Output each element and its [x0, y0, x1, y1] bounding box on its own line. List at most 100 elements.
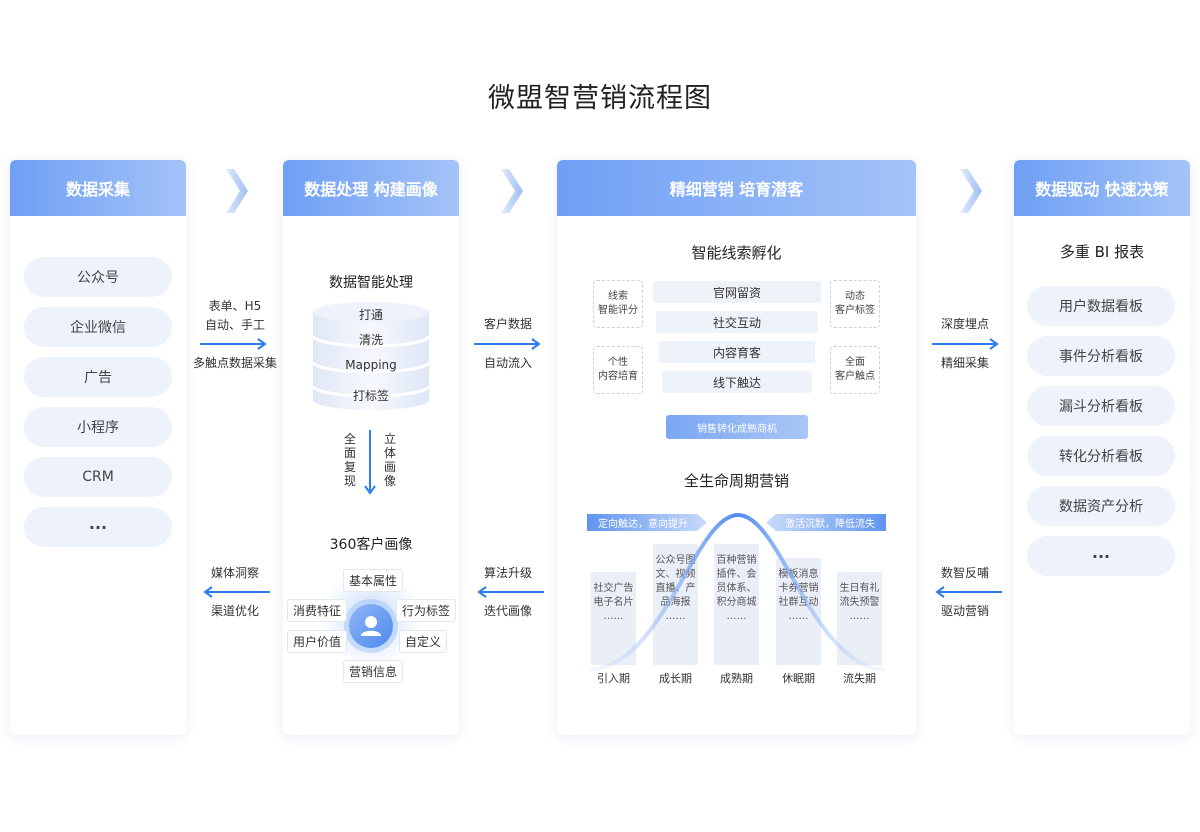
panel-data-collection: 数据采集 公众号 企业微信 广告 小程序 CRM ···: [10, 160, 186, 735]
stage-text: 文、视频: [655, 569, 696, 580]
connector-text: 数智反哺: [940, 566, 989, 580]
stage-text: ……: [665, 611, 686, 622]
source-item: CRM: [24, 457, 172, 497]
source-item: 公众号: [24, 257, 172, 297]
stage-text: 品海报: [660, 597, 691, 608]
channel-item: 官网留资: [653, 281, 821, 303]
arrow-down-icon: [364, 430, 376, 495]
bi-board-item: 事件分析看板: [1027, 336, 1175, 376]
stage-text: ……: [849, 611, 870, 622]
bi-title: 多重 BI 报表: [1059, 243, 1145, 261]
connector-text: 客户数据: [483, 317, 532, 331]
bi-board-item: 用户数据看板: [1027, 286, 1175, 326]
sales-conversion-button: 销售转化成熟商机: [666, 415, 808, 439]
arrow-right-icon: [200, 338, 267, 350]
connector-text: 算法升级: [483, 566, 532, 580]
incubation-title: 智能线索孵化: [691, 244, 782, 262]
profile-title: 360客户画像: [329, 537, 413, 553]
channel-item: 线下触达: [662, 371, 812, 393]
stage-text: ……: [788, 611, 809, 622]
db-layer-label: 清洗: [358, 333, 383, 347]
feature-text: 智能评分: [598, 305, 638, 316]
connector-text: 迭代画像: [483, 604, 532, 618]
stage-label: 成长期: [659, 672, 692, 685]
connector-text: 表单、H5: [208, 299, 262, 313]
connector-text: 多触点数据采集: [192, 356, 277, 370]
panel-header: 精细营销 培育潜客: [557, 160, 916, 216]
db-layer-label: 打标签: [352, 389, 389, 403]
stage-text: 员体系、: [716, 583, 757, 594]
stage-column: 模板消息 卡券营销 社群互动 ……: [776, 558, 821, 665]
connector-text: 自动、手工: [204, 318, 265, 332]
bi-board-item: 数据资产分析: [1027, 486, 1175, 526]
arrow-left-icon: [203, 586, 270, 598]
profile-tag: 营销信息: [343, 660, 404, 683]
processing-title: 数据智能处理: [329, 275, 413, 291]
stage-text: 百种营销: [716, 555, 757, 566]
stage-text: 流失预警: [839, 597, 880, 608]
db-layer-label: 打通: [358, 308, 383, 322]
connector-text: 渠道优化: [210, 604, 259, 618]
stage-text: ……: [603, 611, 624, 622]
arrow-right-icon: [932, 338, 999, 350]
database-icon: [311, 302, 431, 410]
stage-label: 成熟期: [720, 672, 753, 685]
lifecycle-title: 全生命周期营销: [683, 472, 789, 490]
vertical-label-right: 立体画像: [383, 432, 396, 488]
feature-text: 动态: [845, 291, 865, 302]
arrow-right-icon: [474, 338, 541, 350]
arrow-left-icon: [477, 586, 544, 598]
stage-text: 电子名片: [593, 597, 634, 608]
connector-text: 媒体洞察: [210, 566, 259, 580]
stage-column: 社交广告 电子名片 ……: [591, 572, 636, 665]
arrow-left-icon: [935, 586, 1002, 598]
chevron-right-icon: [501, 169, 523, 213]
source-item: 广告: [24, 357, 172, 397]
banner-text: 定向触达，意向提升: [598, 519, 688, 530]
channel-item: 社交互动: [656, 311, 818, 333]
stage-text: 模板消息: [778, 569, 819, 580]
feature-text: 客户标签: [835, 305, 875, 316]
panel-header: 数据驱动 快速决策: [1014, 160, 1190, 216]
banner-text: 激活沉默，降低流失: [785, 519, 875, 530]
avatar: [349, 604, 393, 648]
profile-tag: 消费特征: [287, 599, 348, 622]
feature-text: 个性: [608, 357, 628, 368]
user-icon: [361, 616, 381, 636]
lifecycle-banner-right: 激活沉默，降低流失: [766, 514, 886, 531]
source-item: 企业微信: [24, 307, 172, 347]
incubation-feature-box: 全面 客户触点: [830, 346, 880, 394]
stage-text: 积分商城: [716, 597, 757, 608]
db-layer-label: Mapping: [345, 358, 397, 372]
profile-tag: 用户价值: [287, 630, 348, 653]
stage-label: 引入期: [597, 672, 630, 685]
vertical-label-left: 全面复现: [343, 432, 356, 488]
stage-text: ……: [726, 611, 747, 622]
incubation-feature-box: 动态 客户标签: [830, 280, 880, 328]
lifecycle-banner-left: 定向触达，意向提升: [587, 514, 707, 531]
more-item: ···: [1027, 536, 1175, 576]
feature-text: 全面: [845, 357, 865, 368]
connector-text: 自动流入: [483, 356, 532, 370]
incubation-feature-box: 个性 内容培育: [593, 346, 643, 394]
lifecycle-curve: [588, 512, 885, 672]
page-title: 微盟智营销流程图: [488, 83, 712, 114]
more-item: ···: [24, 507, 172, 547]
feature-text: 内容培育: [598, 371, 638, 382]
profile-tag: 基本属性: [343, 569, 404, 592]
stage-column: 百种营销 插件、会 员体系、 积分商城 ……: [714, 544, 759, 665]
stage-label: 休眠期: [782, 672, 815, 685]
connector-text: 深度埋点: [940, 317, 989, 331]
panel-header: 数据采集: [10, 160, 186, 216]
panel-precision-marketing: 精细营销 培育潜客 智能线索孵化 线索 智能评分 个性 内容培育 动态 客户标签…: [557, 160, 916, 735]
stage-text: 社交广告: [593, 583, 634, 594]
stage-label: 流失期: [843, 672, 876, 685]
panel-data-driven-decision: 数据驱动 快速决策 多重 BI 报表 用户数据看板 事件分析看板 漏斗分析看板 …: [1014, 160, 1190, 735]
panel-header: 数据处理 构建画像: [283, 160, 459, 216]
stage-text: 插件、会: [716, 569, 757, 580]
incubation-feature-box: 线索 智能评分: [593, 280, 643, 328]
feature-text: 线索: [608, 291, 628, 302]
connector-text: 精细采集: [940, 356, 989, 370]
stage-text: 社群互动: [778, 597, 819, 608]
bi-board-item: 漏斗分析看板: [1027, 386, 1175, 426]
